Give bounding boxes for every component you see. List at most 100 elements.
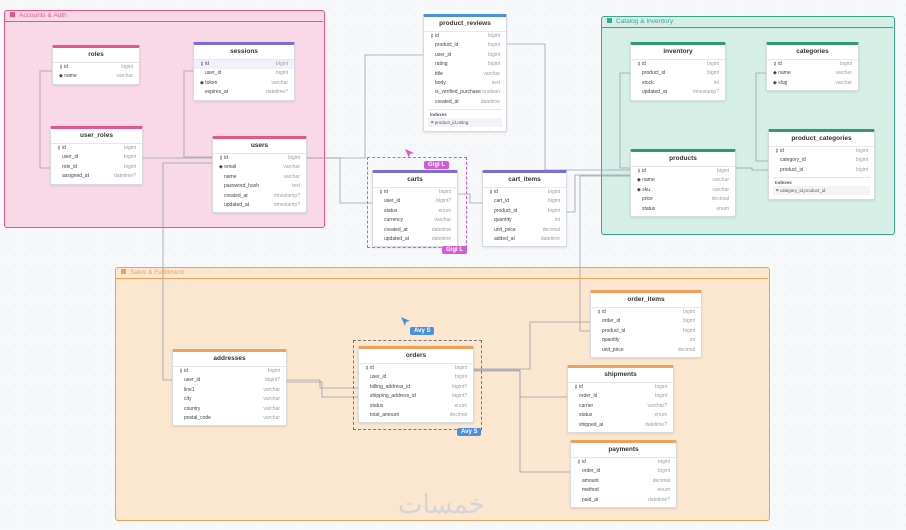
index-entry[interactable]: ⌗ category_id,product_id	[773, 186, 870, 196]
index-entry[interactable]: ⌗ product_id,rating	[428, 118, 502, 128]
table-header[interactable]: products	[631, 152, 735, 167]
table-header[interactable]: user_roles	[51, 129, 142, 144]
table-header[interactable]: product_categories	[769, 132, 874, 147]
table-header[interactable]: inventory	[631, 45, 725, 60]
table-header[interactable]: addresses	[173, 352, 286, 367]
table-header[interactable]: users	[213, 139, 306, 154]
table-header[interactable]: cart_items	[483, 173, 566, 188]
table-header[interactable]: shipments	[568, 368, 673, 383]
table-header[interactable]: product_reviews	[424, 17, 506, 32]
table-header[interactable]: roles	[53, 48, 139, 63]
table-header[interactable]: order_items	[591, 293, 701, 308]
table-header[interactable]: payments	[571, 443, 676, 458]
table-header[interactable]: carts	[373, 173, 457, 188]
table-header[interactable]: categories	[767, 45, 858, 60]
table-header[interactable]: sessions	[194, 45, 294, 60]
